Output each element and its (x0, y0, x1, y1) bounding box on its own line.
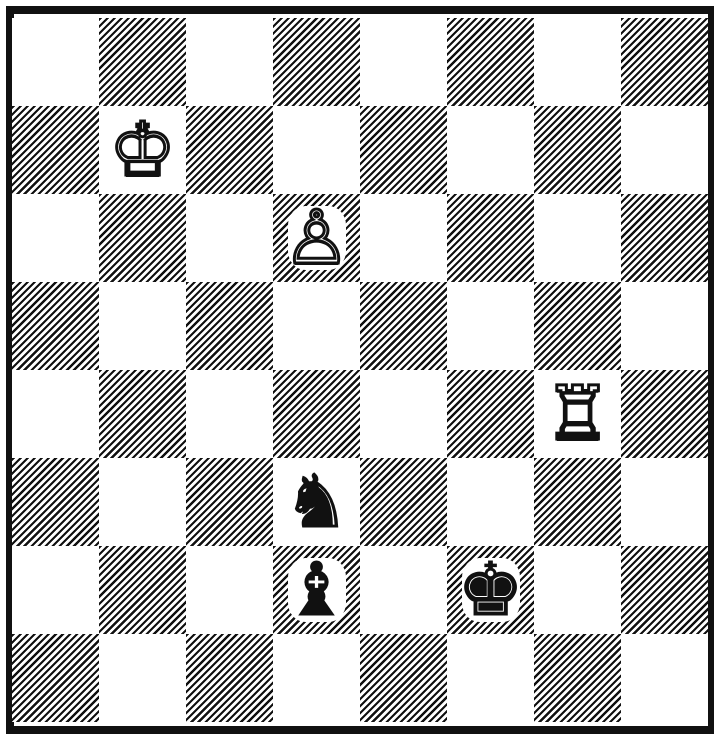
square-d7[interactable] (273, 106, 360, 194)
square-a5[interactable] (12, 282, 99, 370)
square-c6[interactable] (186, 194, 273, 282)
square-h7[interactable] (621, 106, 708, 194)
square-b6[interactable] (99, 194, 186, 282)
square-c5[interactable] (186, 282, 273, 370)
square-f8[interactable] (447, 18, 534, 106)
square-a2[interactable] (12, 546, 99, 634)
square-f4[interactable] (447, 370, 534, 458)
white-pawn-icon[interactable]: ♙ (283, 201, 349, 275)
square-b7[interactable]: ♔ (99, 106, 186, 194)
square-e4[interactable] (360, 370, 447, 458)
square-g8[interactable] (534, 18, 621, 106)
square-d4[interactable] (273, 370, 360, 458)
black-bishop-icon[interactable]: ♝ (283, 553, 349, 627)
square-d8[interactable] (273, 18, 360, 106)
square-c4[interactable] (186, 370, 273, 458)
white-king-icon[interactable]: ♔ (109, 113, 175, 187)
square-a4[interactable] (12, 370, 99, 458)
square-e8[interactable] (360, 18, 447, 106)
square-g5[interactable] (534, 282, 621, 370)
square-b5[interactable] (99, 282, 186, 370)
square-a6[interactable] (12, 194, 99, 282)
square-f2[interactable]: ♚ (447, 546, 534, 634)
square-d5[interactable] (273, 282, 360, 370)
square-d3[interactable]: ♞ (273, 458, 360, 546)
square-b8[interactable] (99, 18, 186, 106)
white-rook-icon[interactable]: ♖ (544, 377, 610, 451)
square-c3[interactable] (186, 458, 273, 546)
square-f1[interactable] (447, 634, 534, 722)
square-g4[interactable]: ♖ (534, 370, 621, 458)
square-b3[interactable] (99, 458, 186, 546)
square-h4[interactable] (621, 370, 708, 458)
square-g7[interactable] (534, 106, 621, 194)
square-b1[interactable] (99, 634, 186, 722)
square-a3[interactable] (12, 458, 99, 546)
square-h8[interactable] (621, 18, 708, 106)
square-c8[interactable] (186, 18, 273, 106)
square-g1[interactable] (534, 634, 621, 722)
square-f7[interactable] (447, 106, 534, 194)
square-f3[interactable] (447, 458, 534, 546)
square-b2[interactable] (99, 546, 186, 634)
square-e2[interactable] (360, 546, 447, 634)
square-d2[interactable]: ♝ (273, 546, 360, 634)
square-f5[interactable] (447, 282, 534, 370)
square-e5[interactable] (360, 282, 447, 370)
chess-board: ♔ ♙ ♖ ♞ ♝ ♚ (12, 18, 708, 722)
square-h1[interactable] (621, 634, 708, 722)
square-c2[interactable] (186, 546, 273, 634)
black-king-icon[interactable]: ♚ (457, 553, 523, 627)
square-c7[interactable] (186, 106, 273, 194)
square-d1[interactable] (273, 634, 360, 722)
square-h6[interactable] (621, 194, 708, 282)
square-g3[interactable] (534, 458, 621, 546)
square-g2[interactable] (534, 546, 621, 634)
square-b4[interactable] (99, 370, 186, 458)
black-knight-icon[interactable]: ♞ (283, 465, 349, 539)
square-h5[interactable] (621, 282, 708, 370)
square-f6[interactable] (447, 194, 534, 282)
square-h2[interactable] (621, 546, 708, 634)
square-e7[interactable] (360, 106, 447, 194)
square-h3[interactable] (621, 458, 708, 546)
square-a1[interactable] (12, 634, 99, 722)
square-e6[interactable] (360, 194, 447, 282)
square-e1[interactable] (360, 634, 447, 722)
square-a7[interactable] (12, 106, 99, 194)
square-a8[interactable] (12, 18, 99, 106)
square-g6[interactable] (534, 194, 621, 282)
square-c1[interactable] (186, 634, 273, 722)
square-d6[interactable]: ♙ (273, 194, 360, 282)
square-e3[interactable] (360, 458, 447, 546)
